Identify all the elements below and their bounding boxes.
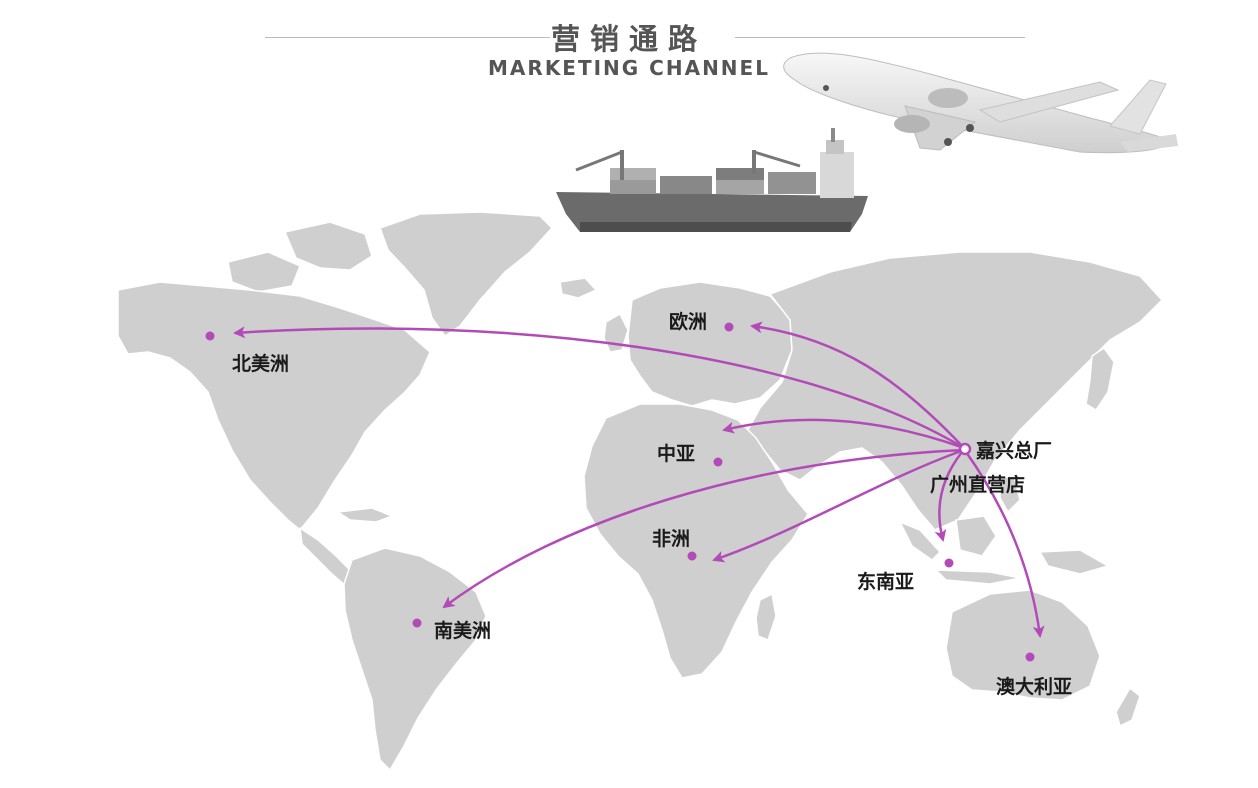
origin-label-factory: 嘉兴总厂 xyxy=(976,440,1053,462)
label-north-america: 北美洲 xyxy=(232,353,290,375)
label-southeast-asia: 东南亚 xyxy=(857,571,915,593)
marker-australia xyxy=(1025,652,1035,662)
greenland-shape xyxy=(379,211,553,337)
label-middle-east: 中亚 xyxy=(657,443,696,465)
markers xyxy=(205,322,1035,662)
arctic-islands-shape-2 xyxy=(227,251,301,293)
route-australia xyxy=(964,451,1045,638)
marker-south-america xyxy=(412,618,422,628)
label-australia: 澳大利亚 xyxy=(996,676,1073,698)
page-subtitle: MARKETING CHANNEL xyxy=(488,56,770,80)
sumatra-shape xyxy=(899,521,941,561)
iceland-shape xyxy=(559,277,597,299)
title-divider-left xyxy=(265,37,550,38)
marker-southeast-asia xyxy=(944,558,954,568)
new-zealand-shape xyxy=(1115,687,1141,727)
marker-europe xyxy=(724,322,734,332)
europe-shape xyxy=(627,281,793,407)
origin-label-store: 广州直营店 xyxy=(930,474,1026,496)
label-africa: 非洲 xyxy=(652,528,691,550)
route-africa xyxy=(712,448,965,563)
route-south-america xyxy=(442,448,965,609)
arctic-islands-shape xyxy=(284,221,373,271)
australia-shape xyxy=(945,589,1101,701)
north-america-shape xyxy=(117,281,431,531)
airplane-icon xyxy=(783,52,1178,154)
label-south-america: 南美洲 xyxy=(434,620,492,642)
caribbean-shape xyxy=(337,507,393,523)
marker-north-america xyxy=(205,331,215,341)
africa-shape xyxy=(583,403,809,679)
route-southeast-asia xyxy=(934,451,963,542)
route-europe xyxy=(750,321,965,449)
south-america-shape xyxy=(343,547,487,771)
japan-shape xyxy=(1085,347,1115,411)
marker-africa xyxy=(687,551,697,561)
routes xyxy=(233,321,1045,638)
cargo-ship-icon xyxy=(556,128,868,232)
title-divider-right xyxy=(735,37,1025,38)
new-guinea-shape xyxy=(1039,549,1109,575)
marker-origin xyxy=(958,442,972,456)
madagascar-shape xyxy=(755,593,777,641)
page-title: 营销通路 xyxy=(550,22,707,56)
page-header: 营销通路 MARKETING CHANNEL xyxy=(0,0,1258,90)
borneo-shape xyxy=(955,515,997,557)
route-north-america xyxy=(233,326,965,450)
java-shape xyxy=(935,569,1021,585)
route-middle-east xyxy=(722,418,965,450)
philippines-shape xyxy=(999,475,1021,513)
label-europe: 欧洲 xyxy=(669,311,708,333)
marker-middle-east xyxy=(713,457,723,467)
